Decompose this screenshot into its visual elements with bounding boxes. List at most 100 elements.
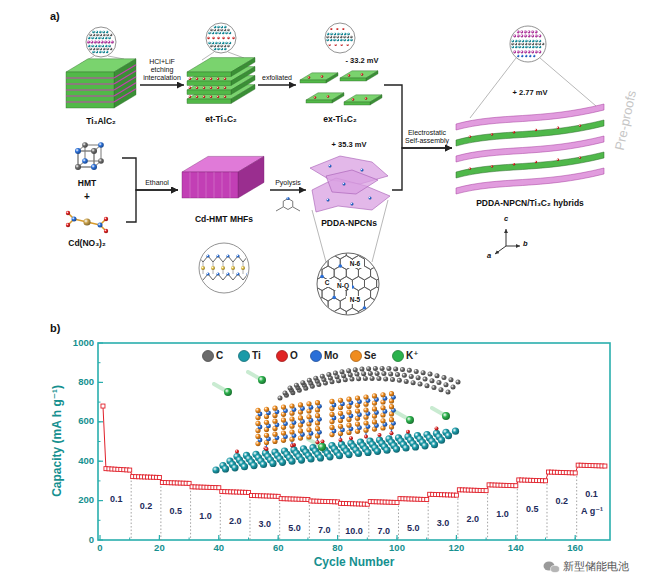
potassium-ion: [258, 376, 266, 384]
zoom-atom: [93, 48, 96, 51]
stage-label: PDDA-NPCN/Ti₃C₂ hybrids: [452, 198, 608, 208]
zoom-atom: [227, 45, 230, 48]
oxygen-atom: [66, 211, 70, 215]
intercalant: [203, 77, 206, 80]
oxygen-atom: [265, 447, 269, 451]
zeta-potential: - 33.2 mV: [340, 56, 384, 65]
process-arrow: [270, 189, 306, 190]
zoom-atom: [330, 33, 333, 36]
x-tick: [575, 535, 576, 540]
se-atom: [372, 406, 377, 411]
minor-tick: [307, 538, 308, 541]
carbon-atom: [354, 372, 359, 377]
zoom-atom: [535, 51, 538, 54]
surface-charge: [321, 75, 324, 78]
zoom-atom: [524, 31, 527, 34]
zoom-leader: [372, 200, 388, 262]
positive-charge: [351, 203, 354, 206]
rate-divider: [220, 496, 221, 540]
zoom-atom: [221, 48, 224, 51]
zoom-atom: [96, 48, 99, 51]
carbon-atom: [353, 367, 358, 372]
legend-swatch: [311, 351, 322, 362]
cage-atom: [82, 142, 88, 148]
y-tick: [98, 461, 103, 462]
material-stage: et-Ti₃C₂: [184, 22, 258, 124]
zoom-atom: [539, 51, 542, 54]
ti-atom: [250, 462, 257, 469]
zoom-atom: [330, 36, 333, 39]
chain-atom: [226, 254, 229, 257]
se-atom: [363, 394, 368, 399]
zoom-atom: [535, 46, 538, 49]
se-atom: [363, 407, 368, 412]
zoom-atom: [518, 46, 521, 49]
minor-tick: [98, 520, 101, 521]
chain: [198, 274, 248, 280]
zoom-atom: [102, 31, 105, 34]
se-atom: [355, 396, 360, 401]
carbon-atom: [456, 380, 461, 385]
zoom-atom: [350, 39, 353, 42]
zoom-atom: [524, 35, 527, 38]
surface-charge: [535, 129, 537, 131]
grid-line: [190, 172, 191, 198]
zoom-atom: [104, 41, 107, 44]
se-atom: [289, 429, 294, 434]
x-tick: [456, 535, 457, 540]
carbon-atom: [288, 386, 293, 391]
axis-title: Capacity (mA h g⁻¹): [51, 385, 65, 497]
oxygen-atom: [349, 436, 353, 440]
carbon-atom: [283, 391, 288, 396]
se-atom: [272, 432, 277, 437]
zoom-atom: [213, 45, 216, 48]
zoom-atom: [340, 39, 343, 42]
zoom-atom: [333, 39, 336, 42]
legend-text: Se: [364, 350, 376, 362]
ti-atom: [445, 432, 452, 439]
carbon-atom: [400, 367, 405, 372]
zoom-atom: [214, 26, 217, 29]
zoom-atom: [337, 39, 340, 42]
zoom-leader: [540, 58, 596, 106]
current-density-label: 2.0: [466, 514, 479, 524]
zoom-atom: [518, 43, 521, 46]
zoom-atom: [217, 48, 220, 51]
zoom-atom: [525, 55, 527, 57]
zoom-atom: [334, 33, 337, 36]
se-atom: [372, 393, 377, 398]
potassium-ion: [224, 388, 232, 396]
step-label: Pyolysis: [272, 179, 304, 187]
mhf-slab: [182, 156, 264, 293]
ti-atom: [374, 448, 381, 455]
ti-atom: [279, 459, 286, 466]
surface-charge: [352, 98, 355, 101]
se-atom: [355, 409, 360, 414]
nitrogen-atom: [369, 254, 373, 258]
process-arrow: [384, 85, 452, 148]
se-atom: [329, 412, 334, 417]
carbon-atom: [393, 366, 398, 371]
zoom-atom: [350, 36, 353, 39]
carbon-atom: [381, 371, 386, 376]
tick-label: 100: [389, 543, 405, 554]
al-layer: [114, 71, 136, 84]
zoom-leader: [312, 210, 326, 262]
zoom-atom: [528, 46, 531, 49]
carbon-atom: [346, 368, 351, 373]
positive-charge: [361, 169, 364, 172]
process-arrow: [392, 148, 452, 190]
zoom-atom: [522, 46, 525, 49]
potassium-ion: [442, 412, 450, 420]
hex-ring: [322, 308, 334, 316]
minor-tick: [486, 538, 487, 541]
nitrogen-atom: [72, 217, 77, 222]
carbon-atom: [300, 380, 305, 385]
zoom-atom: [520, 31, 523, 34]
data-marker: [454, 493, 458, 497]
se-atom: [329, 425, 334, 430]
zoom-atom: [213, 29, 216, 32]
carbon-atom: [402, 373, 407, 378]
ti-atom: [241, 463, 248, 470]
carbon-atom: [307, 378, 312, 383]
